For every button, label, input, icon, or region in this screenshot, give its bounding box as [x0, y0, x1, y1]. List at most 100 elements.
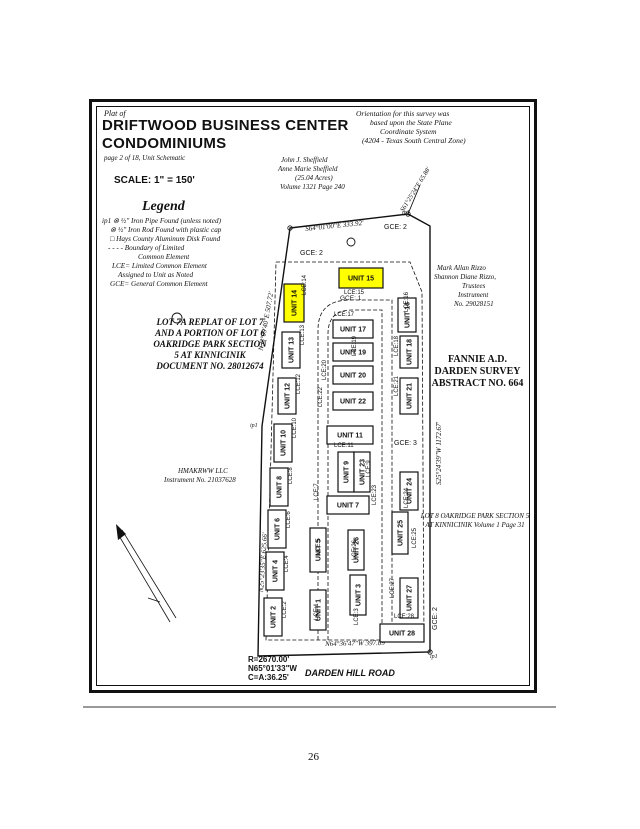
unit-label: UNIT 17	[340, 327, 366, 334]
unit-footprint	[332, 319, 374, 339]
unit-17[interactable]: UNIT 17	[332, 319, 374, 339]
unit-1[interactable]: UNIT 1	[309, 589, 327, 631]
lce-label: LCE:21	[394, 375, 400, 396]
lce-label: LCE:11	[334, 443, 354, 449]
unit-footprint	[399, 335, 419, 369]
legend-item: ip1 ⊗ ½" Iron Pipe Found (unless noted)	[102, 217, 221, 225]
gce-label: GCE: 1	[340, 295, 362, 302]
unit-4[interactable]: UNIT 4	[265, 551, 285, 591]
owner-rizzo-line2: Shannon Diane Rizzo,	[434, 273, 497, 281]
owner-rizzo-line4: Instrument	[458, 291, 489, 299]
drive-loop	[317, 299, 393, 640]
curve-arc: C=A:36.25'	[248, 673, 289, 682]
legend-item: LCE= Limited Common Element	[112, 262, 207, 270]
owner-sheffield-line2: Anne Marie Sheffield	[278, 165, 338, 173]
unit-28[interactable]: UNIT 28	[379, 623, 425, 643]
lce-label: LCE:16	[404, 291, 410, 312]
unit-19[interactable]: UNIT 19	[332, 342, 374, 362]
curve-radius: R=2670.00'	[248, 655, 290, 664]
unit-2[interactable]: UNIT 2	[263, 597, 283, 637]
gce-label: GCE: 2	[384, 224, 407, 231]
unit-label: UNIT 6	[275, 518, 282, 540]
unit-16[interactable]: UNIT 16	[397, 297, 417, 333]
legend-item: - - - - Boundary of Limited	[108, 244, 185, 252]
unit-26[interactable]: UNIT 26	[347, 529, 365, 571]
legend-title: Legend	[142, 199, 185, 214]
unit-label: UNIT 19	[340, 350, 366, 357]
owner-sheffield-line3: (25.04 Acres)	[295, 174, 333, 182]
unit-7[interactable]: UNIT 7	[326, 495, 370, 515]
units-layer: UNIT 15 UNIT 14 UNIT 16 UNIT 17 UNIT 19 UNIT …	[263, 267, 425, 643]
unit-8[interactable]: UNIT 8	[269, 467, 289, 507]
curve-chord: N65°01'33"W	[248, 664, 297, 673]
unit-label: UNIT 28	[389, 631, 415, 638]
monument-marker	[346, 237, 356, 247]
unit-footprint	[338, 267, 384, 289]
unit-23[interactable]: UNIT 23	[353, 451, 371, 493]
lce-label: LCE:3	[354, 608, 360, 625]
unit-footprint	[397, 297, 417, 333]
plat-label: Plat of	[104, 109, 126, 118]
lot-7a-label: LOT 7A REPLAT OF LOT 7 AND A PORTION OF …	[153, 317, 267, 371]
unit-14[interactable]: UNIT 14	[283, 283, 305, 323]
owner-hmakrww-line1: HMAKRWW LLC	[178, 467, 228, 475]
lce-label: LCE:15	[344, 290, 365, 296]
unit-label: UNIT 1	[316, 599, 323, 621]
unit-18[interactable]: UNIT 18	[399, 335, 419, 369]
unit-label: UNIT 13	[289, 337, 296, 363]
drive-loop	[327, 309, 383, 640]
unit-label: UNIT 7	[337, 503, 359, 510]
unit-label: UNIT 26	[354, 537, 361, 563]
unit-3[interactable]: UNIT 3	[349, 574, 367, 616]
monument-marker	[171, 312, 183, 324]
unit-label: UNIT 2	[271, 606, 278, 628]
lce-label: LCE:25	[412, 527, 418, 548]
unit-footprint	[269, 467, 289, 507]
unit-12[interactable]: UNIT 12	[277, 377, 297, 415]
unit-footprint	[332, 365, 374, 385]
unit-footprint	[349, 574, 367, 616]
plat-title-line2: CONDOMINIUMS	[102, 135, 227, 152]
unit-13[interactable]: UNIT 13	[281, 331, 301, 369]
unit-footprint	[347, 529, 365, 571]
lce-label: LCE:17	[334, 312, 355, 318]
unit-10[interactable]: UNIT 10	[273, 423, 293, 463]
owner-hmakrww-line2: Instrument No. 21037628	[164, 476, 236, 484]
unit-footprint	[326, 495, 370, 515]
unit-label: UNIT 10	[281, 430, 288, 456]
unit-footprint	[332, 342, 374, 362]
unit-9[interactable]: UNIT 9	[337, 451, 355, 493]
unit-6[interactable]: UNIT 6	[267, 509, 287, 549]
lce-label: LCE:7	[314, 483, 320, 500]
orientation-line4: (4204 - Texas South Central Zone)	[362, 136, 466, 145]
owner-rizzo-line5: No. 29028151	[454, 300, 494, 308]
unit-22[interactable]: UNIT 22	[332, 391, 374, 411]
unit-21[interactable]: UNIT 21	[399, 377, 419, 415]
unit-25[interactable]: UNIT 25	[391, 511, 409, 555]
unit-20[interactable]: UNIT 20	[332, 365, 374, 385]
owner-sheffield-line4: Volume 1321 Page 240	[280, 183, 345, 191]
unit-5[interactable]: UNIT 5	[309, 527, 327, 573]
lce-label: LCE:10	[292, 417, 298, 438]
unit-label: UNIT 14	[292, 290, 299, 316]
unit-27[interactable]: UNIT 27	[399, 577, 419, 619]
unit-footprint	[277, 377, 297, 415]
lce-label: LCE:26	[352, 539, 358, 560]
unit-24[interactable]: UNIT 24	[399, 471, 419, 511]
monument-marker	[405, 211, 411, 217]
owner-sheffield-line1: John J. Sheffield	[281, 156, 328, 164]
lce-label: LCE:9	[366, 460, 372, 477]
unit-label: UNIT 20	[340, 373, 366, 380]
ip-label: ip1	[250, 423, 258, 429]
lce-label: LCE:27	[390, 577, 396, 598]
orientation-line3: Coordinate System	[380, 127, 437, 136]
unit-15[interactable]: UNIT 15	[338, 267, 384, 289]
unit-label: UNIT 8	[277, 476, 284, 498]
lce-label: LCE:22	[318, 386, 324, 407]
unit-11[interactable]: UNIT 11	[326, 425, 374, 445]
lce-label: LCE:24	[404, 487, 410, 508]
darden-hill-road-label: DARDEN HILL ROAD	[305, 668, 395, 678]
lce-label: LCE:4	[284, 555, 290, 572]
gce-label: GCE: 3	[394, 440, 417, 447]
unit-label: UNIT 5	[316, 539, 323, 561]
